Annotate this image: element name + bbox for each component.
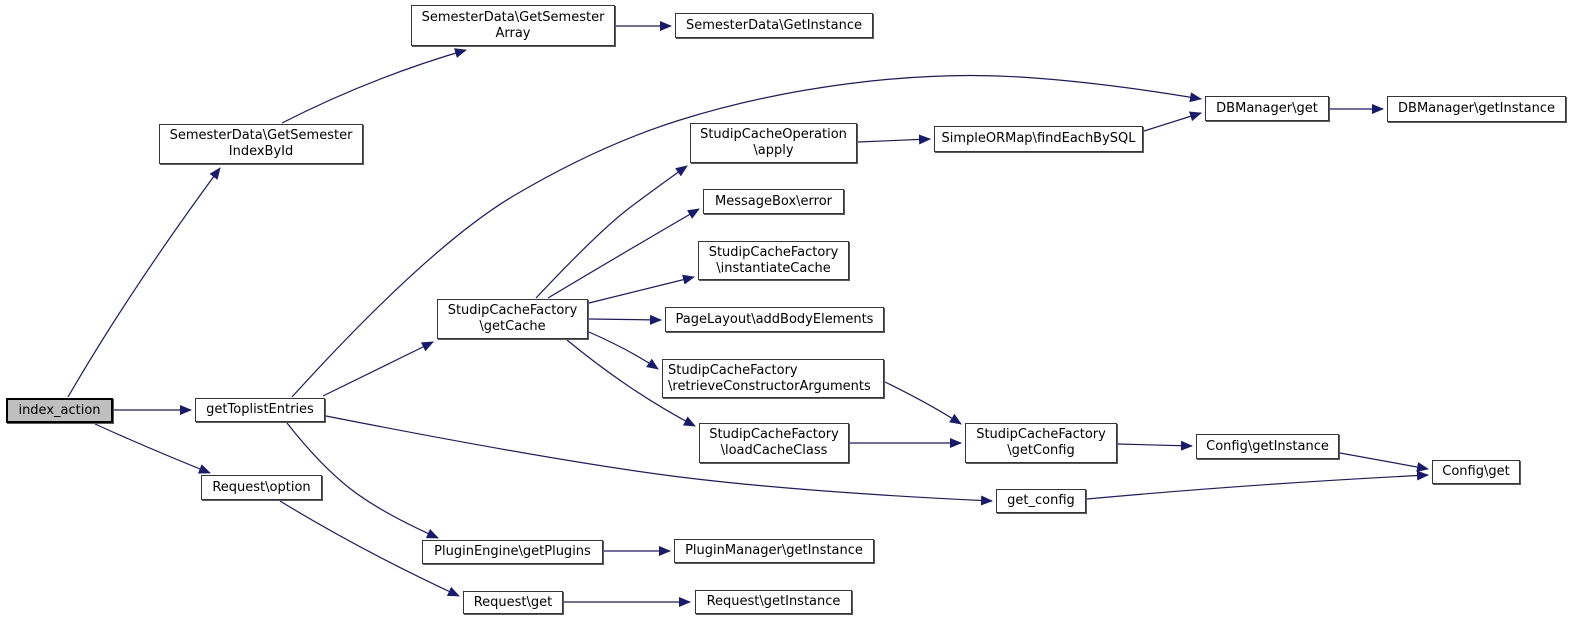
node-label: getToplistEntries xyxy=(206,402,314,417)
node-request_get_instance[interactable]: Request\getInstance xyxy=(695,590,852,614)
edge-cache_get_cache-cache_retrieve xyxy=(588,331,659,370)
node-label: Request\get xyxy=(473,594,553,610)
edge-cache_get_cache-cache_instantiate xyxy=(588,274,695,304)
edge-get_toplist_entries-get_config xyxy=(325,415,993,506)
node-config_get[interactable]: Config\get xyxy=(1432,460,1520,484)
node-label: Request\option xyxy=(212,479,311,495)
node-sem_get_instance[interactable]: SemesterData\GetInstance xyxy=(675,13,873,38)
edge-cache_get_cache-msg_error xyxy=(547,208,700,299)
node-config_get_instance[interactable]: Config\getInstance xyxy=(1196,434,1339,459)
node-label: PluginEngine\getPlugins xyxy=(434,544,591,559)
edge-config_get_instance-config_get xyxy=(1339,452,1429,472)
edge-index_action-sem_index_by_id xyxy=(67,167,221,398)
node-request_option[interactable]: Request\option xyxy=(201,475,322,500)
node-db_get[interactable]: DBManager\get xyxy=(1205,96,1329,121)
node-label: get_config xyxy=(1007,493,1075,508)
node-label: IndexById xyxy=(228,144,294,159)
edge-get_toplist_entries-plugin_engine_get xyxy=(286,422,439,539)
node-label: MessageBox\error xyxy=(715,193,832,209)
node-plugin_engine_get[interactable]: PluginEngine\getPlugins xyxy=(422,540,603,564)
edge-cache_get_cache-cache_apply xyxy=(535,165,688,299)
node-label: StudipCacheFactory xyxy=(447,303,578,318)
edge-get_config-config_get xyxy=(1086,470,1429,500)
edge-sem_index_by_id-sem_array xyxy=(281,48,467,124)
node-label: Config\getInstance xyxy=(1206,438,1329,454)
node-label: DBManager\getInstance xyxy=(1398,101,1555,116)
node-msg_error[interactable]: MessageBox\error xyxy=(703,189,844,214)
node-label: StudipCacheOperation xyxy=(700,127,847,142)
node-page_layout_add[interactable]: PageLayout\addBodyElements xyxy=(665,307,884,332)
node-plugin_manager_instance[interactable]: PluginManager\getInstance xyxy=(674,539,874,563)
node-label: \getConfig xyxy=(1007,443,1075,458)
edge-cache_get_cache-cache_load_class xyxy=(566,339,696,427)
edge-get_toplist_entries-cache_get_cache xyxy=(322,341,434,397)
node-label: SemesterData\GetSemester xyxy=(169,128,353,143)
node-label: StudipCacheFactory xyxy=(709,427,839,442)
node-cache_get_cache[interactable]: StudipCacheFactory\getCache xyxy=(437,299,588,339)
node-label: PageLayout\addBodyElements xyxy=(675,311,874,327)
edge-cache_get_config-config_get_instance xyxy=(1117,440,1193,451)
node-label: StudipCacheFactory xyxy=(668,362,798,378)
node-label: SimpleORMap\findEachBySQL xyxy=(941,131,1136,146)
node-simple_ormap_find[interactable]: SimpleORMap\findEachBySQL xyxy=(934,126,1143,152)
node-cache_retrieve[interactable]: StudipCacheFactory\retrieveConstructorAr… xyxy=(662,359,884,398)
node-label: SemesterData\GetInstance xyxy=(685,17,862,33)
node-label: StudipCacheFactory xyxy=(708,244,839,260)
node-cache_get_config[interactable]: StudipCacheFactory\getConfig xyxy=(965,423,1117,463)
node-label: \apply xyxy=(753,143,794,158)
node-label: StudipCacheFactory xyxy=(976,427,1106,442)
node-db_get_instance[interactable]: DBManager\getInstance xyxy=(1387,96,1566,122)
node-label: SemesterData\GetSemester xyxy=(421,9,605,25)
node-label: Array xyxy=(495,25,531,41)
node-label: Request\getInstance xyxy=(706,594,841,609)
node-label: \instantiateCache xyxy=(716,260,831,276)
edge-get_toplist_entries-db_get xyxy=(291,74,1202,398)
node-request_get[interactable]: Request\get xyxy=(463,591,563,614)
edge-request_option-request_get xyxy=(279,500,460,597)
node-label: \loadCacheClass xyxy=(720,443,828,458)
node-cache_apply[interactable]: StudipCacheOperation\apply xyxy=(690,123,857,163)
node-label: \retrieveConstructorArguments xyxy=(668,378,871,394)
node-cache_load_class[interactable]: StudipCacheFactory\loadCacheClass xyxy=(699,423,849,463)
edge-cache_get_cache-page_layout_add xyxy=(588,314,662,325)
edge-cache_apply-simple_ormap_find xyxy=(857,134,931,145)
node-get_toplist_entries[interactable]: getToplistEntries xyxy=(195,398,325,422)
node-cache_instantiate[interactable]: StudipCacheFactory\instantiateCache xyxy=(698,241,849,280)
edge-cache_retrieve-cache_get_config xyxy=(884,381,962,425)
node-label: DBManager\get xyxy=(1216,100,1318,116)
node-label: Config\get xyxy=(1442,464,1510,479)
node-label: PluginManager\getInstance xyxy=(685,543,863,558)
edge-simple_ormap_find-db_get xyxy=(1143,111,1202,132)
edge-index_action-request_option xyxy=(94,423,211,474)
node-get_config[interactable]: get_config xyxy=(996,489,1086,513)
node-label: \getCache xyxy=(479,319,546,334)
node-label: index_action xyxy=(18,402,101,418)
node-index_action: index_action xyxy=(6,398,113,423)
